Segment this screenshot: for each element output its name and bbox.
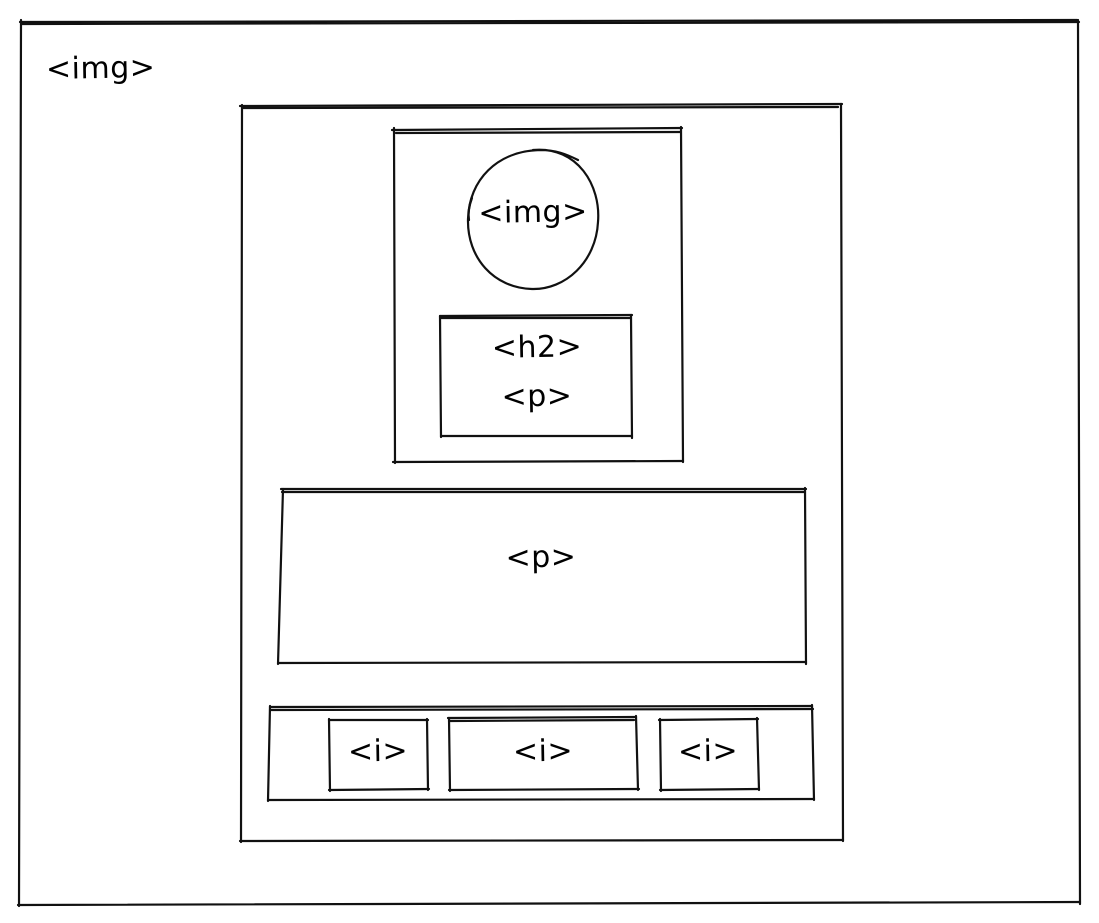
icon-box-3 <box>657 716 761 793</box>
icon-bar-box <box>266 703 816 803</box>
card-box <box>238 102 845 844</box>
icon-box-2 <box>446 714 641 793</box>
profile-section-box <box>390 125 685 465</box>
background-image-box <box>16 18 1082 908</box>
avatar-circle <box>466 148 600 291</box>
heading-group-box <box>438 313 634 440</box>
icon-box-1 <box>327 717 431 793</box>
description-box <box>276 486 808 666</box>
